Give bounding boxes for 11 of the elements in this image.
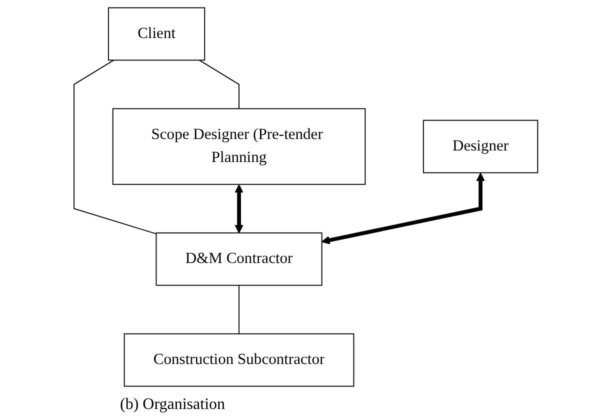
arrow — [234, 184, 243, 234]
connector — [198, 60, 240, 110]
connector — [73, 60, 156, 234]
node-box: Client — [108, 7, 205, 61]
connector — [238, 284, 240, 334]
node-box: D&M Contractor — [155, 232, 322, 286]
node-box: Scope Designer (Pre-tender Planning — [112, 108, 366, 185]
arrow — [321, 172, 484, 244]
caption: (b) Organisation — [120, 395, 226, 415]
node-box: Designer — [422, 120, 538, 174]
node-box: Construction Subcontractor — [123, 333, 354, 387]
